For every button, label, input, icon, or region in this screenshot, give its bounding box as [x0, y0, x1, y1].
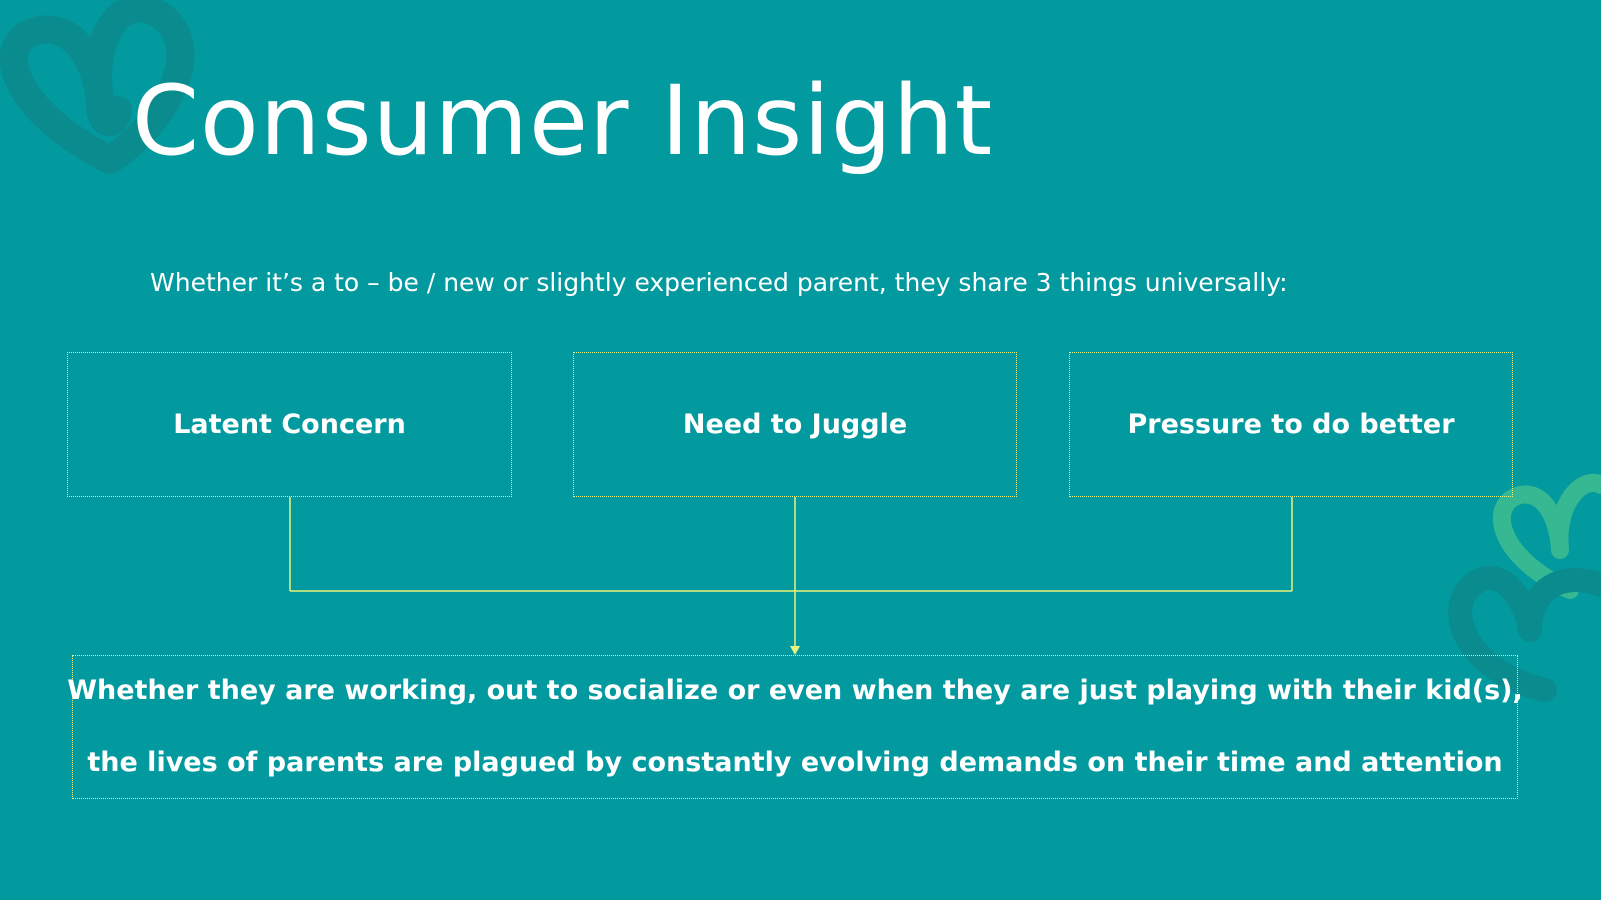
insight-line-1: Whether they are working, out to sociali… — [67, 675, 1523, 706]
insight-box: Whether they are working, out to sociali… — [67, 655, 1523, 799]
heart-icon — [1492, 473, 1601, 599]
thing-box-latent-concern: Latent Concern — [67, 352, 512, 497]
arrow-head — [790, 646, 800, 655]
thing-box-need-to-juggle: Need to Juggle — [573, 352, 1017, 497]
subtitle: Whether it’s a to – be / new or slightly… — [150, 268, 1288, 297]
page-title: Consumer Insight — [132, 65, 994, 177]
thing-label: Latent Concern — [173, 409, 406, 440]
thing-label: Pressure to do better — [1127, 409, 1455, 440]
thing-box-pressure-to-do-better: Pressure to do better — [1069, 352, 1513, 497]
thing-label: Need to Juggle — [682, 409, 908, 440]
insight-line-2: the lives of parents are plagued by cons… — [87, 747, 1503, 778]
